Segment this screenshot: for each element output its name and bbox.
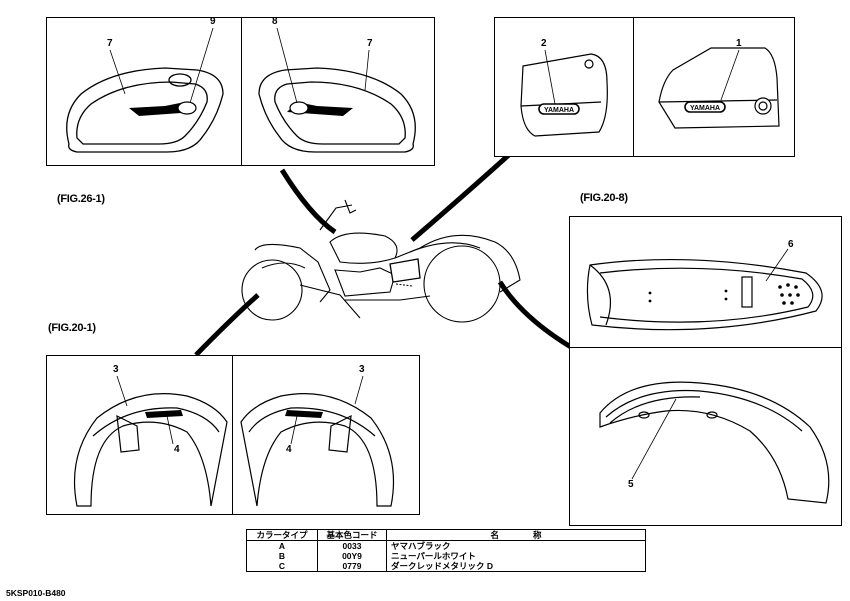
column-header-color-type: カラータイプ xyxy=(246,529,318,541)
drawing-code: 5KSP010-B480 xyxy=(6,588,66,598)
fuel-tank-drawing xyxy=(66,27,416,153)
color-code-table: カラータイプ 基本色コード 名 称 A 0033 ヤマハブラック B 00Y9 … xyxy=(246,529,646,572)
tank-figure-panel: 9 7 8 7 xyxy=(46,16,435,166)
color-name-cell: ダークレッドメタリック D xyxy=(386,561,646,572)
callout-3: 3 xyxy=(359,364,365,375)
table-row: A 0033 ヤマハブラック xyxy=(246,540,646,551)
front-fender-figure-panel: 3 4 3 4 xyxy=(46,355,420,515)
color-code-cell: 0779 xyxy=(317,561,387,572)
column-header-name: 名 称 xyxy=(386,529,646,541)
color-type-cell: C xyxy=(246,561,318,572)
callout-9: 9 xyxy=(210,16,216,27)
color-code-cell: 00Y9 xyxy=(317,551,387,561)
callout-8: 8 xyxy=(272,16,278,27)
callout-4: 4 xyxy=(174,444,180,455)
color-code-cell: 0033 xyxy=(317,540,387,551)
color-type-cell: A xyxy=(246,540,318,551)
callout-7: 7 xyxy=(107,38,113,49)
callout-4: 4 xyxy=(286,444,292,455)
callout-7: 7 xyxy=(367,38,373,49)
figure-label-tank: (FIG.26-1) xyxy=(57,193,105,205)
rear-fender-drawing xyxy=(586,248,830,504)
panel-divider xyxy=(232,356,233,514)
table-row: C 0779 ダークレッドメタリック D xyxy=(246,561,646,572)
brand-emblem-text: YAMAHA xyxy=(544,107,574,114)
panel-divider xyxy=(241,18,242,165)
column-header-color-code: 基本色コード xyxy=(317,529,387,541)
color-name-cell: ヤマハブラック xyxy=(386,540,646,551)
panel-divider xyxy=(570,347,841,348)
panel-divider xyxy=(633,18,634,156)
table-row: B 00Y9 ニューパールホワイト xyxy=(246,551,646,561)
brand-emblem-text: YAMAHA xyxy=(690,105,720,112)
callout-1: 1 xyxy=(736,38,742,49)
rear-fender-figure-panel: 6 5 xyxy=(569,216,842,526)
callout-2: 2 xyxy=(541,38,547,49)
callout-6: 6 xyxy=(788,239,794,250)
side-cover-figure-panel: YAMAHA YAMAHA 2 1 xyxy=(494,17,795,157)
front-fender-drawing xyxy=(74,375,395,507)
callout-3: 3 xyxy=(113,364,119,375)
callout-5: 5 xyxy=(628,479,634,490)
color-name-cell: ニューパールホワイト xyxy=(386,551,646,561)
figure-label-front-fender: (FIG.20-1) xyxy=(48,322,96,334)
figure-label-rear-fender: (FIG.20-8) xyxy=(580,192,628,204)
side-cover-drawing: YAMAHA YAMAHA xyxy=(520,47,780,137)
color-type-cell: B xyxy=(246,551,318,561)
